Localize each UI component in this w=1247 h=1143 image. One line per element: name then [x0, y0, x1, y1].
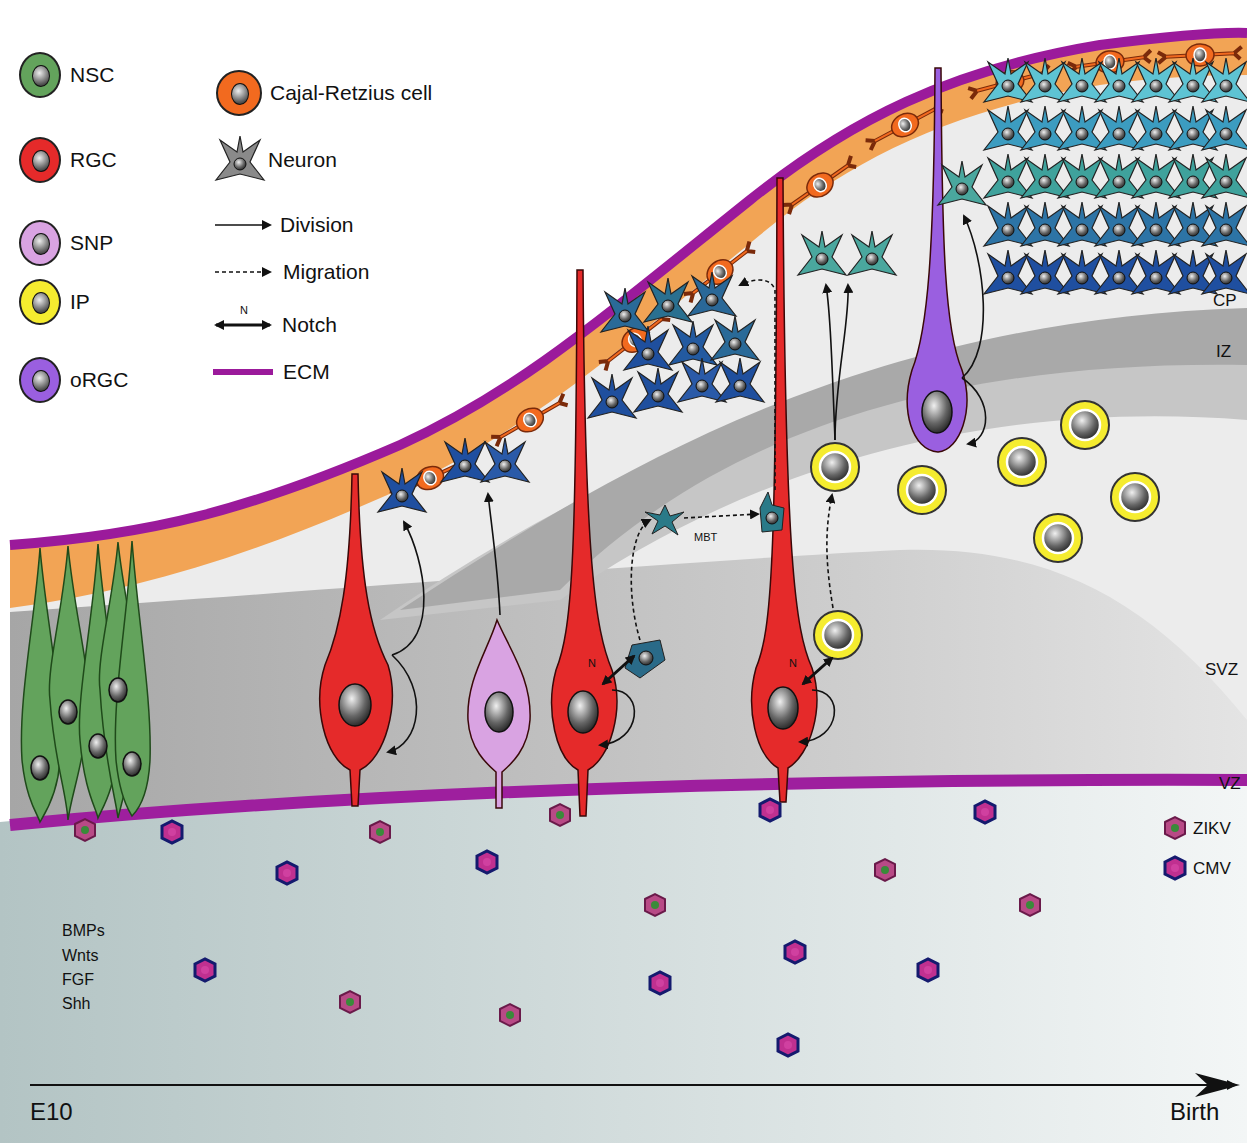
- legend-text: Neuron: [268, 149, 337, 170]
- swatch-nucleus: [32, 65, 50, 87]
- viruses: [75, 799, 1185, 1056]
- legend-text: IP: [70, 291, 90, 312]
- legend-swatch: [19, 220, 61, 266]
- label: CP: [1213, 292, 1237, 309]
- legend-text: SNP: [70, 232, 113, 253]
- legend-text: Migration: [283, 261, 369, 282]
- swatch-nucleus: [32, 370, 50, 392]
- label: N: [789, 658, 797, 669]
- arrows: [30, 216, 1240, 1097]
- label: Birth: [1170, 1100, 1219, 1124]
- legend-swatch: [19, 357, 61, 403]
- label: BMPs: [62, 923, 105, 939]
- label: FGF: [62, 972, 94, 988]
- legend-text: NSC: [70, 64, 114, 85]
- label: MBT: [694, 532, 717, 543]
- label: Shh: [62, 996, 90, 1012]
- legend-text: Cajal-Retzius cell: [270, 82, 432, 103]
- swatch-nucleus: [231, 83, 249, 105]
- radial-glia: [320, 68, 967, 816]
- swatch-nucleus: [32, 292, 50, 314]
- legend-text: CMV: [1193, 860, 1231, 877]
- neurons: [216, 136, 986, 678]
- legend-text: ECM: [283, 361, 330, 382]
- legend-swatch: [216, 70, 262, 116]
- swatch-nucleus: [32, 233, 50, 255]
- label: VZ: [1219, 775, 1241, 792]
- cortical-plate-neurons: [984, 58, 1247, 294]
- label: E10: [30, 1100, 73, 1124]
- swatch-nucleus: [32, 150, 50, 172]
- legend-text: Division: [280, 214, 354, 235]
- tissue: [0, 33, 1247, 1143]
- label: N: [240, 305, 248, 316]
- legend-text: oRGC: [70, 369, 128, 390]
- cajal-retzius-cells: [387, 42, 1242, 506]
- label: SVZ: [1205, 661, 1238, 678]
- legend-swatch: [19, 52, 61, 98]
- legend-text: Notch: [282, 314, 337, 335]
- label: N: [588, 658, 596, 669]
- label: Wnts: [62, 948, 98, 964]
- label: IZ: [1216, 343, 1231, 360]
- intermediate-progenitors: [811, 401, 1159, 659]
- legend-swatch: [19, 137, 61, 183]
- legend-swatch: [19, 279, 61, 325]
- legend-text: RGC: [70, 149, 117, 170]
- neural-stem-cells: [21, 541, 150, 822]
- legend-text: ZIKV: [1193, 820, 1231, 837]
